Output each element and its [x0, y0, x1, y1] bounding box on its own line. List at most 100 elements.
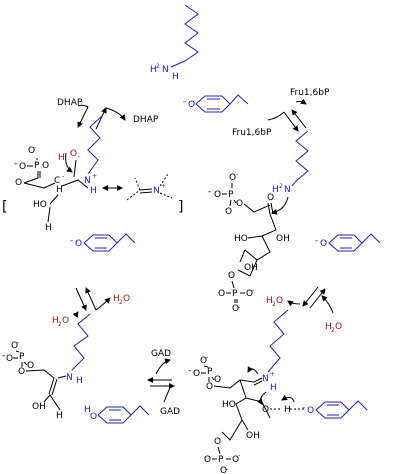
water-h-4: H [325, 322, 332, 332]
charge-minus-red: - [78, 153, 80, 160]
charge-minus: - [238, 304, 240, 311]
tyrosine-phenolate-top: - O [183, 94, 249, 113]
charge-minus: - [208, 187, 211, 197]
atom-n: N [66, 373, 73, 383]
atom-h-red: H [58, 153, 65, 163]
hydroxyl-oh: OH [246, 431, 260, 441]
atom-o: O [42, 161, 49, 171]
dhap-label-in: DHAP [57, 98, 83, 108]
atom-n: N [262, 374, 269, 384]
atom-h: H [90, 186, 97, 196]
charge-minus: - [14, 159, 17, 169]
atom-o: O [232, 455, 239, 465]
atom-c: C [54, 176, 60, 186]
atom-o: O [267, 193, 274, 203]
water-h-1: H [113, 294, 120, 304]
tyrosine-phenolate-left: - O [70, 233, 136, 252]
atom-p: P [34, 161, 40, 171]
fru16bp-amine-adduct: H 2 N O - - O P O O O HO OH OH O P O O O… [208, 130, 309, 314]
atom-h: H [172, 72, 179, 82]
atom-n: N [284, 185, 291, 195]
bracket-close: ] [178, 199, 183, 215]
tyrosine-phenol-bottom: H O [84, 405, 150, 424]
water-h-2: H [52, 316, 59, 326]
charge-minus: - [226, 466, 228, 473]
enamine-intermediate: O - - O P O O OH H N H [2, 313, 91, 421]
atom-o: O [200, 356, 207, 366]
hydroxyl-ho: HO [33, 200, 47, 210]
atom-o: O [214, 375, 221, 385]
water-sub: 2 [331, 327, 335, 334]
atom-h: H [272, 185, 279, 195]
atom-o: O [246, 289, 253, 299]
atom-o: O [218, 289, 225, 299]
hydroxyl-oh: OH [244, 263, 258, 273]
charge-minus: - [34, 144, 36, 151]
atom-o: O [27, 361, 34, 371]
sub-2: 2 [279, 183, 283, 190]
water-o: O [62, 316, 69, 326]
water-sub: 2 [272, 301, 276, 308]
charge-minus: - [2, 351, 5, 361]
atom-o: O [320, 239, 327, 249]
atom-o: O [15, 178, 22, 188]
hydroxyl-ho: HO [234, 234, 248, 244]
atom-o: O [188, 100, 195, 110]
charge-minus: - [206, 354, 208, 361]
atom-o: O [229, 173, 236, 183]
tyrosine-phenolate-right: - O [315, 233, 381, 252]
dhap-equilibrium: DHAP DHAP [57, 98, 159, 130]
atom-o: O [6, 354, 13, 364]
water-h-3: H [266, 296, 273, 306]
atom-o: O [28, 146, 35, 156]
charge-plus: + [270, 371, 275, 378]
atom-h: H [150, 65, 157, 75]
charge-minus: - [62, 173, 64, 180]
atom-o: O [75, 239, 82, 249]
sub-2: 2 [156, 63, 160, 70]
bracket-open: [ [2, 199, 7, 215]
charge-minus: - [188, 366, 191, 376]
atom-n: N [84, 176, 91, 186]
atom-o-red: O [70, 149, 77, 159]
water-equilibrium-right: H 2 O H 2 O [266, 286, 342, 334]
charge-minus: - [302, 403, 305, 413]
water-sub: 2 [58, 321, 62, 328]
charge-minus: - [252, 287, 254, 294]
atom-o: O [214, 437, 221, 447]
water-o: O [335, 322, 342, 332]
charge-minus: - [183, 97, 186, 107]
atom-o: O [262, 405, 269, 415]
atom-h: H [84, 405, 91, 415]
atom-p: P [207, 367, 213, 377]
water-equilibrium-left: H 2 O H 2 O [52, 287, 130, 328]
hydroxyl-ho: HO [222, 400, 236, 410]
carbinolamine-intermediate: [ ] O - - O P O O C - H HO H H O - N + H… [2, 115, 183, 233]
atom-h: H [56, 411, 63, 421]
fru-label-in: Fru1,6bP [232, 128, 272, 138]
atom-h: H [76, 376, 83, 386]
atom-h: H [45, 223, 52, 233]
lysine-amine-top: H 2 N H [150, 4, 199, 82]
charge-minus: - [238, 452, 240, 459]
hydroxyl-oh: OH [32, 402, 46, 412]
atom-o: O [228, 271, 235, 281]
atom-n: N [153, 186, 160, 196]
atom-o: O [90, 412, 97, 422]
atom-h: H [270, 383, 277, 393]
charge-plus: + [161, 183, 166, 190]
iminium-fru16bp: O - - O P O O N + H HO O H OH O P O O O … [188, 309, 306, 474]
gad-label-top: GAD [151, 349, 171, 359]
atom-o: O [232, 304, 239, 314]
fru-label-out: Fru1,6bP [290, 88, 330, 98]
atom-p: P [218, 455, 224, 465]
charge-plus: + [92, 173, 97, 180]
atom-h: H [284, 405, 291, 415]
atom-o: O [220, 466, 227, 474]
atom-o: O [18, 367, 25, 377]
water-sub: 2 [119, 299, 123, 306]
charge-minus: - [70, 236, 73, 246]
atom-h: H [56, 185, 63, 195]
atom-o: O [225, 207, 232, 217]
